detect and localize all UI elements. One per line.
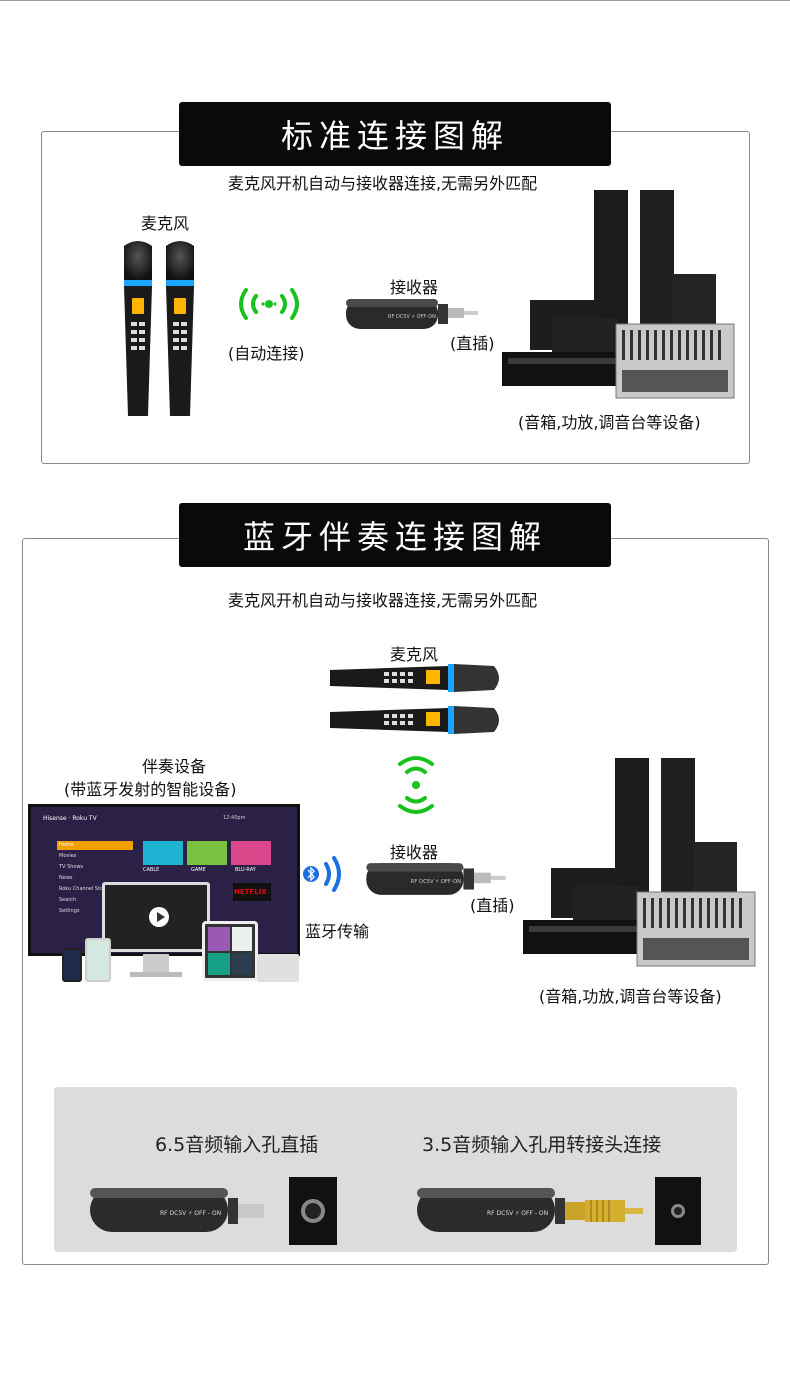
tv-tile <box>187 841 227 865</box>
phone <box>62 948 82 982</box>
receiver-label-text: RF DC5V ⚡ OFF - ON <box>160 1210 221 1217</box>
receiver-35-adapter-icon <box>415 1176 655 1240</box>
section1-auto-label: (自动连接) <box>228 340 305 364</box>
receiver-65-plug-icon <box>88 1176 288 1240</box>
section2-plug-label: (直插) <box>470 892 515 916</box>
tv-tile-label: BLU-RAY <box>235 867 256 873</box>
svg-text:RF DC5V ⚡ OFF-ON: RF DC5V ⚡ OFF-ON <box>411 879 461 885</box>
tv-tile <box>143 841 183 865</box>
tv-menu-item: TV Shows <box>59 864 83 870</box>
microphone-pair-horizontal-icon <box>328 660 508 738</box>
section1-mic-label: 麦克风 <box>141 210 189 234</box>
section2-device-sub-label: (带蓝牙发射的智能设备) <box>64 776 237 800</box>
section2-device-label: 伴奏设备 <box>124 753 224 777</box>
audio-equipment-icon <box>500 188 736 400</box>
tv-tile-label: NETFLIX <box>234 888 267 896</box>
section1-plug-label: (直插) <box>450 330 495 354</box>
jack-65-socket-icon <box>289 1177 337 1245</box>
method-35-label: 3.5音频输入孔用转接头连接 <box>422 1130 661 1157</box>
monitor-base <box>130 972 182 977</box>
svg-text:RF DC5V ⚡ OFF-ON: RF DC5V ⚡ OFF-ON <box>388 314 436 320</box>
tv-menu-item: Roku Channel Store <box>59 886 108 892</box>
section1-receiver-label: 接收器 <box>390 274 438 298</box>
section2-equipment-label: (音箱,功放,调音台等设备) <box>539 983 722 1007</box>
section2-bt-label: 蓝牙传输 <box>305 918 369 942</box>
tv-menu-item: Settings <box>59 908 80 914</box>
tv-brand: Hisense · Roku TV <box>43 815 97 822</box>
smart-devices-illustration: Hisense · Roku TV 12:40pm Home Movies TV… <box>28 804 300 984</box>
method-65-label: 6.5音频输入孔直插 <box>155 1130 318 1157</box>
tv-time: 12:40pm <box>223 815 245 821</box>
tv-menu-item: News <box>59 875 73 881</box>
phone <box>85 938 111 982</box>
tv-tile-label: CABLE <box>143 867 159 873</box>
receiver-icon: RF DC5V ⚡ OFF-ON <box>344 296 480 332</box>
wireless-signal-vertical-icon <box>394 750 438 820</box>
monitor <box>102 882 210 952</box>
play-icon <box>149 907 169 927</box>
tv-tile-label: GAME <box>191 867 206 873</box>
laptop <box>257 954 299 982</box>
tv-menu-item: Search <box>59 897 76 903</box>
receiver-label-text: RF DC5V ⚡ OFF - ON <box>487 1210 548 1217</box>
microphone-pair-vertical-icon <box>118 236 204 418</box>
tv-tile <box>231 841 271 865</box>
bluetooth-icon <box>302 852 346 896</box>
section1-subtitle: 麦克风开机自动与接收器连接,无需另外匹配 <box>228 170 537 194</box>
audio-equipment-icon <box>520 756 758 968</box>
section1-title: 标准连接图解 <box>179 102 611 166</box>
tv-menu-item: Movies <box>59 853 76 859</box>
tv-menu-item: Home <box>59 842 74 848</box>
section2-title: 蓝牙伴奏连接图解 <box>179 503 611 567</box>
wireless-signal-icon <box>232 282 306 326</box>
top-divider <box>0 0 790 1</box>
monitor-stand <box>143 954 169 972</box>
section1-equipment-label: (音箱,功放,调音台等设备) <box>518 409 701 433</box>
jack-35-socket-icon <box>655 1177 701 1245</box>
section2-subtitle: 麦克风开机自动与接收器连接,无需另外匹配 <box>228 587 537 611</box>
tablet <box>202 921 258 981</box>
